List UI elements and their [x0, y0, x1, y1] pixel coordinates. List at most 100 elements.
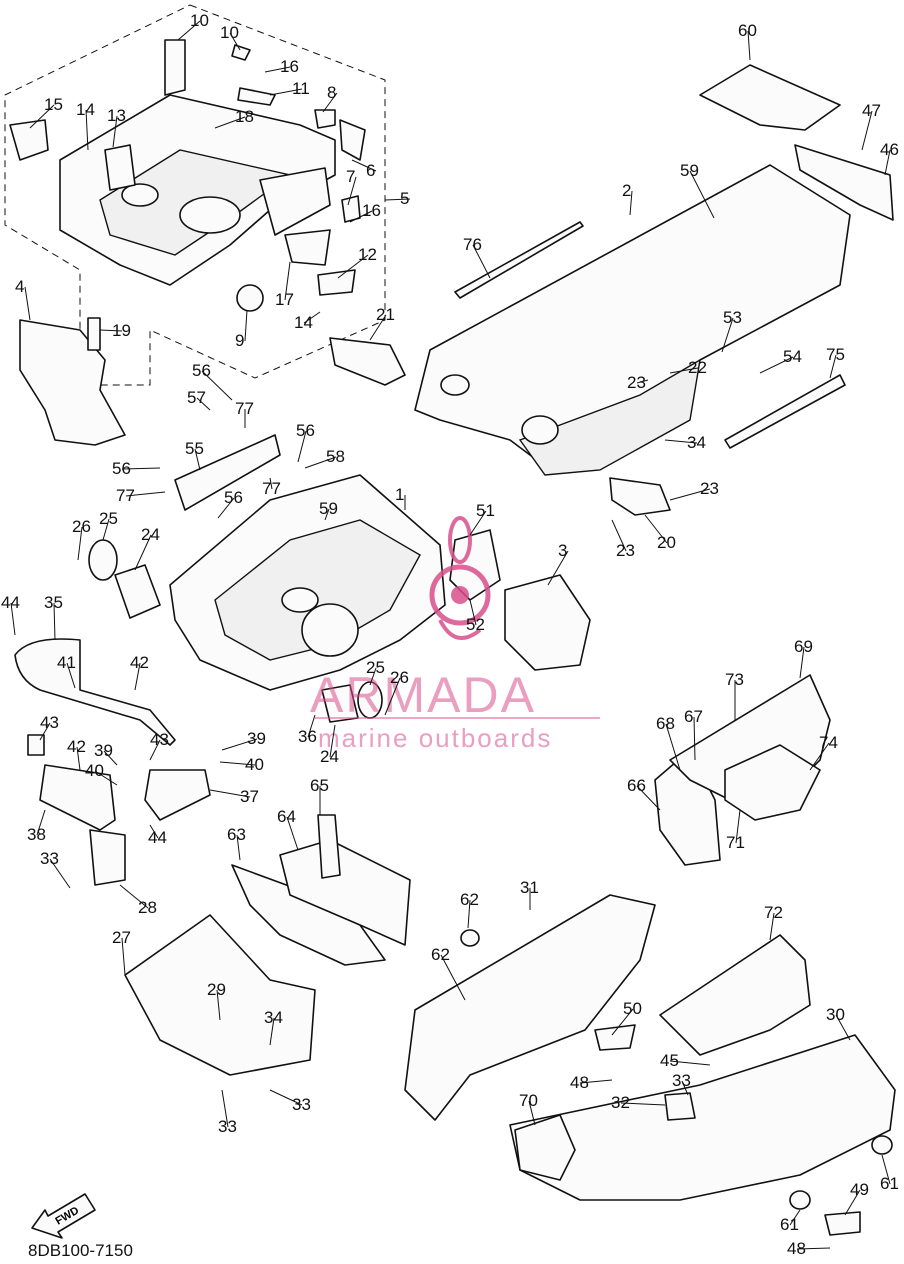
leader-line-c39b [103, 750, 118, 766]
callout-c56c: 56 [112, 459, 131, 478]
callout-c54: 54 [783, 347, 802, 366]
callout-c17: 17 [275, 290, 294, 309]
leader-line-c26a [77, 526, 83, 561]
leader-line-c20 [644, 514, 668, 544]
leader-line-c61b [881, 1154, 891, 1185]
callout-c26b: 26 [390, 668, 409, 687]
leader-line-c50 [611, 1008, 634, 1036]
leader-line-c61a [789, 1209, 801, 1226]
callout-c52: 52 [466, 615, 485, 634]
callout-c73: 73 [725, 670, 744, 689]
main-frame-1 [169, 434, 446, 691]
callout-c55: 55 [185, 439, 204, 458]
leader-line-c42a [134, 662, 141, 691]
callout-c72: 72 [764, 903, 783, 922]
callout-c36: 36 [298, 727, 317, 746]
callout-c1: 1 [395, 485, 404, 504]
leader-line-c14b [303, 311, 321, 324]
callout-c37: 37 [240, 787, 259, 806]
callout-c48b: 48 [787, 1239, 806, 1258]
callout-c45: 45 [660, 1051, 679, 1070]
callout-c9: 9 [235, 331, 244, 350]
callout-c77a: 77 [235, 399, 254, 418]
callout-c5: 5 [400, 189, 409, 208]
callout-c33d: 33 [672, 1071, 691, 1090]
leader-line-c30 [835, 1014, 851, 1041]
leader-line-c49 [844, 1189, 861, 1216]
bracket-4 [19, 319, 126, 446]
leader-line-c40a [219, 761, 256, 766]
leader-line-c28 [119, 884, 149, 909]
callout-c47: 47 [862, 101, 881, 120]
callout-c40a: 40 [245, 755, 264, 774]
leader-line-c56c [121, 467, 161, 470]
plate-21 [329, 337, 406, 386]
callout-c69: 69 [794, 637, 813, 656]
callout-c75: 75 [826, 345, 845, 364]
callout-c33b: 33 [218, 1117, 237, 1136]
callout-c71: 71 [726, 833, 745, 852]
leader-line-c43a [39, 722, 51, 741]
leader-line-c44a [10, 602, 16, 636]
leader-line-c57 [196, 397, 211, 411]
leader-line-c29 [216, 989, 221, 1021]
callout-c15: 15 [44, 95, 63, 114]
callout-c27: 27 [112, 928, 131, 947]
ring-25 [88, 539, 118, 581]
callout-c25a: 25 [99, 509, 118, 528]
fwd-arrow: FWD [31, 1193, 96, 1239]
leader-line-c52 [469, 599, 477, 626]
leader-line-c35 [53, 602, 56, 641]
callout-c56a: 56 [192, 361, 211, 380]
assembly-outline [4, 4, 386, 386]
diagram-code: 8DB100-7150 [28, 1241, 133, 1260]
panel-70 [514, 1114, 576, 1181]
leader-line-c53 [721, 317, 734, 353]
callout-c19: 19 [112, 321, 131, 340]
bracket-28 [89, 829, 126, 886]
callout-c64: 64 [277, 807, 296, 826]
leader-line-c4 [24, 286, 31, 321]
callout-c60: 60 [738, 21, 757, 40]
callout-c4: 4 [15, 277, 24, 296]
leader-line-c27 [121, 937, 126, 976]
leader-line-c39a [221, 738, 258, 751]
leader-line-c33a [49, 858, 71, 889]
leader-line-c76 [472, 244, 491, 279]
callout-c23b: 23 [700, 479, 719, 498]
leader-line-c33c [269, 1089, 303, 1106]
callout-c13: 13 [107, 106, 126, 125]
callout-c70: 70 [519, 1091, 538, 1110]
leader-line-c19 [99, 329, 123, 332]
strip-75 [724, 374, 846, 449]
leader-line-c56a [201, 370, 233, 401]
leader-line-c40b [94, 770, 118, 786]
leader-line-c70 [528, 1100, 536, 1126]
callout-c12: 12 [358, 245, 377, 264]
leader-line-c23b [669, 488, 711, 501]
callout-c11: 11 [292, 79, 310, 98]
callout-c14a: 14 [76, 100, 95, 119]
leader-line-c71 [735, 809, 741, 844]
leader-line-c66 [636, 785, 661, 811]
leader-line-c3 [547, 550, 569, 586]
callout-c62a: 62 [460, 890, 479, 909]
bracket-32 [664, 1092, 696, 1121]
callout-c39b: 39 [94, 741, 113, 760]
leader-line-c63 [236, 834, 241, 861]
leader-line-c54 [759, 356, 794, 374]
leader-line-c6 [351, 159, 377, 172]
leader-line-c51 [469, 510, 487, 536]
leader-line-c12 [337, 254, 369, 279]
leader-line-c72 [769, 912, 775, 941]
leader-line-c7 [347, 176, 357, 206]
callout-c33a: 33 [40, 849, 59, 868]
leader-line-c11 [269, 88, 303, 96]
leader-line-c16a [264, 66, 291, 73]
leader-line-c67 [693, 716, 696, 761]
bracket-49 [824, 1211, 861, 1236]
watermark-tagline: marine outboards [318, 723, 552, 753]
leader-line-c48a [579, 1079, 613, 1084]
callout-c35: 35 [44, 593, 63, 612]
